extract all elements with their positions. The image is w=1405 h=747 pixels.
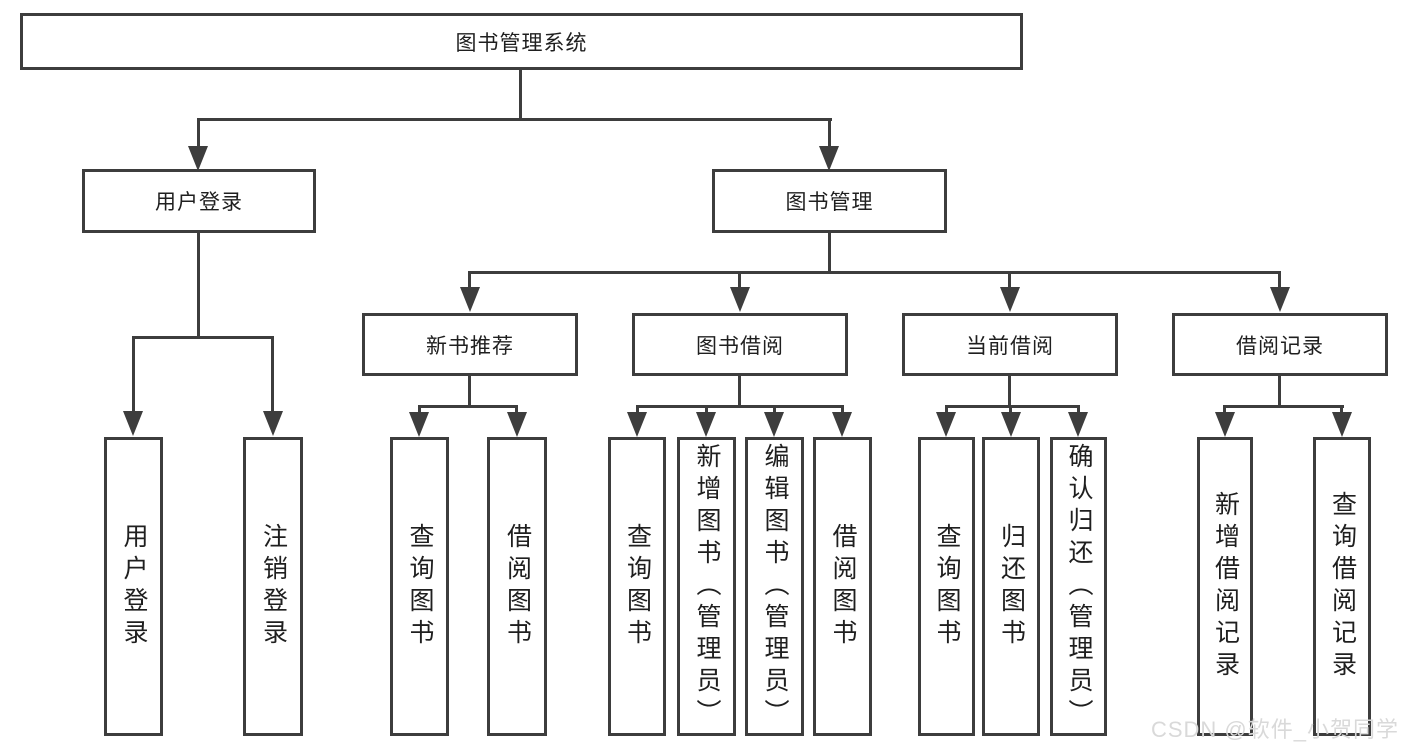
edge-line — [197, 118, 832, 121]
leaf-borrow-books-label: 借阅图书 — [829, 522, 857, 651]
arrow-down-icon — [188, 146, 208, 171]
node-user-login: 用户登录 — [82, 169, 316, 233]
arrow-down-icon — [696, 412, 716, 437]
edge-line — [636, 405, 844, 408]
leaf-user-login: 用户登录 — [104, 437, 163, 736]
node-book-management: 图书管理 — [712, 169, 947, 233]
arrow-down-icon — [507, 412, 527, 437]
leaf-return-book: 归还图书 — [982, 437, 1040, 736]
node-root: 图书管理系统 — [20, 13, 1023, 70]
edge-line — [738, 376, 741, 405]
leaf-query-books-recommend: 查询图书 — [390, 437, 449, 736]
leaf-logout: 注销登录 — [243, 437, 303, 736]
node-book-borrow: 图书借阅 — [632, 313, 848, 376]
leaf-return-book-label: 归还图书 — [997, 522, 1026, 651]
leaf-add-borrow-record-label: 新增借阅记录 — [1211, 490, 1240, 683]
arrow-down-icon — [730, 287, 750, 312]
edge-line — [1008, 376, 1011, 405]
arrow-down-icon — [764, 412, 784, 437]
leaf-logout-label: 注销登录 — [259, 522, 288, 651]
edge-line — [197, 118, 200, 148]
node-borrow-record-label: 借阅记录 — [1236, 334, 1324, 358]
arrow-down-icon — [460, 287, 480, 312]
edge-line — [1223, 405, 1226, 413]
edge-line — [132, 336, 135, 412]
leaf-borrow-books: 借阅图书 — [813, 437, 872, 736]
leaf-query-books-borrow: 查询图书 — [608, 437, 666, 736]
edge-line — [519, 70, 522, 118]
edge-line — [418, 405, 421, 413]
node-new-book-recommend-label: 新书推荐 — [426, 334, 514, 358]
node-borrow-record: 借阅记录 — [1172, 313, 1388, 376]
edge-line — [1009, 405, 1012, 413]
leaf-add-book-admin-label: 新增图书（管理员） — [693, 442, 721, 731]
leaf-add-borrow-record: 新增借阅记录 — [1197, 437, 1253, 736]
arrow-down-icon — [819, 146, 839, 171]
leaf-user-login-label: 用户登录 — [120, 522, 148, 651]
edge-line — [738, 271, 741, 288]
arrow-down-icon — [409, 412, 429, 437]
leaf-query-books-borrow-label: 查询图书 — [623, 522, 652, 651]
edge-line — [418, 405, 518, 408]
edge-line — [515, 405, 518, 413]
node-book-management-label: 图书管理 — [785, 191, 874, 214]
leaf-confirm-return-admin-label: 确认归还（管理员） — [1065, 442, 1093, 731]
leaf-add-book-admin: 新增图书（管理员） — [677, 437, 736, 736]
edge-line — [1340, 405, 1343, 413]
edge-line — [1278, 271, 1281, 288]
edge-line — [468, 271, 1281, 274]
leaf-borrow-books-recommend: 借阅图书 — [487, 437, 547, 736]
edge-line — [773, 405, 776, 413]
edge-line — [468, 376, 471, 405]
leaf-confirm-return-admin: 确认归还（管理员） — [1050, 437, 1107, 736]
edge-line — [828, 118, 831, 148]
node-current-borrow: 当前借阅 — [902, 313, 1118, 376]
node-current-borrow-label: 当前借阅 — [966, 334, 1054, 358]
leaf-edit-book-admin: 编辑图书（管理员） — [745, 437, 804, 736]
arrow-down-icon — [1215, 412, 1235, 437]
arrow-down-icon — [936, 412, 956, 437]
arrow-down-icon — [1270, 287, 1290, 312]
arrow-down-icon — [1068, 412, 1088, 437]
leaf-query-books-current: 查询图书 — [918, 437, 975, 736]
csdn-watermark: CSDN @软件_小贺同学 — [1150, 717, 1399, 742]
node-new-book-recommend: 新书推荐 — [362, 313, 578, 376]
edge-line — [1223, 405, 1344, 408]
arrow-down-icon — [832, 412, 852, 437]
edge-line — [636, 405, 639, 413]
edge-line — [945, 405, 948, 413]
edge-line — [945, 405, 1079, 408]
arrow-down-icon — [263, 411, 283, 436]
edge-line — [841, 405, 844, 413]
arrow-down-icon — [1001, 412, 1021, 437]
edge-line — [197, 233, 200, 336]
edge-line — [705, 405, 708, 413]
edge-line — [1008, 271, 1011, 288]
leaf-query-borrow-record-label: 查询借阅记录 — [1328, 490, 1357, 683]
node-book-borrow-label: 图书借阅 — [696, 334, 784, 358]
edge-line — [132, 336, 274, 339]
leaf-borrow-books-recommend-label: 借阅图书 — [503, 522, 532, 651]
leaf-query-books-current-label: 查询图书 — [933, 522, 961, 651]
leaf-edit-book-admin-label: 编辑图书（管理员） — [761, 442, 789, 731]
arrow-down-icon — [627, 412, 647, 437]
node-root-label: 图书管理系统 — [455, 31, 588, 55]
leaf-query-books-recommend-label: 查询图书 — [406, 522, 434, 651]
edge-line — [1278, 376, 1281, 405]
arrow-down-icon — [1000, 287, 1020, 312]
arrow-down-icon — [123, 411, 143, 436]
leaf-query-borrow-record: 查询借阅记录 — [1313, 437, 1371, 736]
edge-line — [828, 233, 831, 271]
arrow-down-icon — [1332, 412, 1352, 437]
edge-line — [468, 271, 471, 288]
edge-line — [271, 336, 274, 412]
edge-line — [1077, 405, 1080, 413]
node-user-login-label: 用户登录 — [155, 191, 243, 214]
